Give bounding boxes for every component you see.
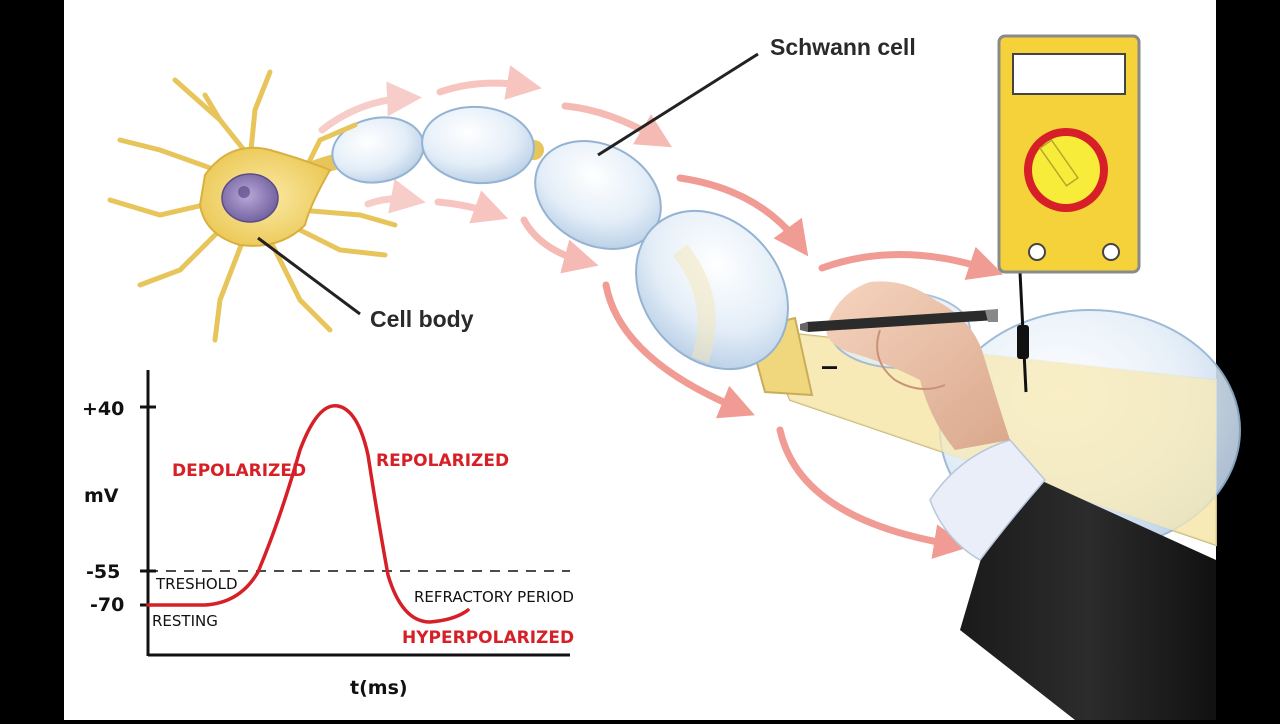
meter-jack — [1102, 243, 1120, 261]
refractory-label: REFRACTORY PERIOD — [414, 588, 574, 606]
meter-display — [1012, 53, 1126, 95]
repolarized-label: REPOLARIZED — [376, 451, 509, 471]
schwann-cell-label: Schwann cell — [770, 34, 916, 60]
arrow — [776, 426, 969, 559]
y-tick-label: -55 — [86, 561, 120, 583]
meter-dial — [1032, 136, 1100, 204]
hyperpolarized-label: HYPERPOLARIZED — [402, 628, 574, 648]
arrow — [676, 174, 809, 257]
y-tick-label: +40 — [82, 398, 124, 420]
x-axis-label: t(ms) — [350, 677, 408, 699]
hand-with-pen — [800, 281, 1216, 720]
schwann-sheath — [421, 105, 535, 185]
schwann-sheath — [635, 209, 789, 371]
neuron-cell-body — [107, 69, 398, 343]
depolarized-label: DEPOLARIZED — [172, 461, 306, 481]
meter-jack — [1028, 243, 1046, 261]
voltmeter-icon — [997, 34, 1141, 393]
negative-charge-mark: _ — [822, 335, 837, 370]
resting-label: RESTING — [152, 612, 218, 630]
arrow — [436, 65, 542, 100]
arrow — [561, 102, 673, 148]
arrow — [818, 246, 1004, 280]
y-tick-label: -70 — [90, 594, 124, 616]
action-potential-chart: +40 -55 -70 mV t(ms) DEPOLARIZED REPOLAR… — [82, 370, 574, 699]
pen — [806, 310, 996, 332]
threshold-label: TRESHOLD — [155, 575, 238, 593]
cell-body-callout: Cell body — [257, 236, 474, 332]
arrow — [602, 281, 755, 419]
y-axis-label: mV — [84, 485, 119, 507]
arrow — [434, 190, 509, 224]
propagation-arrows — [318, 65, 1004, 559]
schwann-cell-callout: Schwann cell — [597, 34, 916, 157]
cell-body-label: Cell body — [370, 306, 474, 332]
arrow — [520, 216, 599, 274]
nucleus — [221, 173, 279, 223]
arrow — [318, 81, 422, 134]
suit-sleeve — [960, 480, 1216, 720]
action-potential-curve — [146, 404, 470, 624]
shirt-cuff — [929, 439, 1046, 561]
arrow — [364, 179, 426, 214]
